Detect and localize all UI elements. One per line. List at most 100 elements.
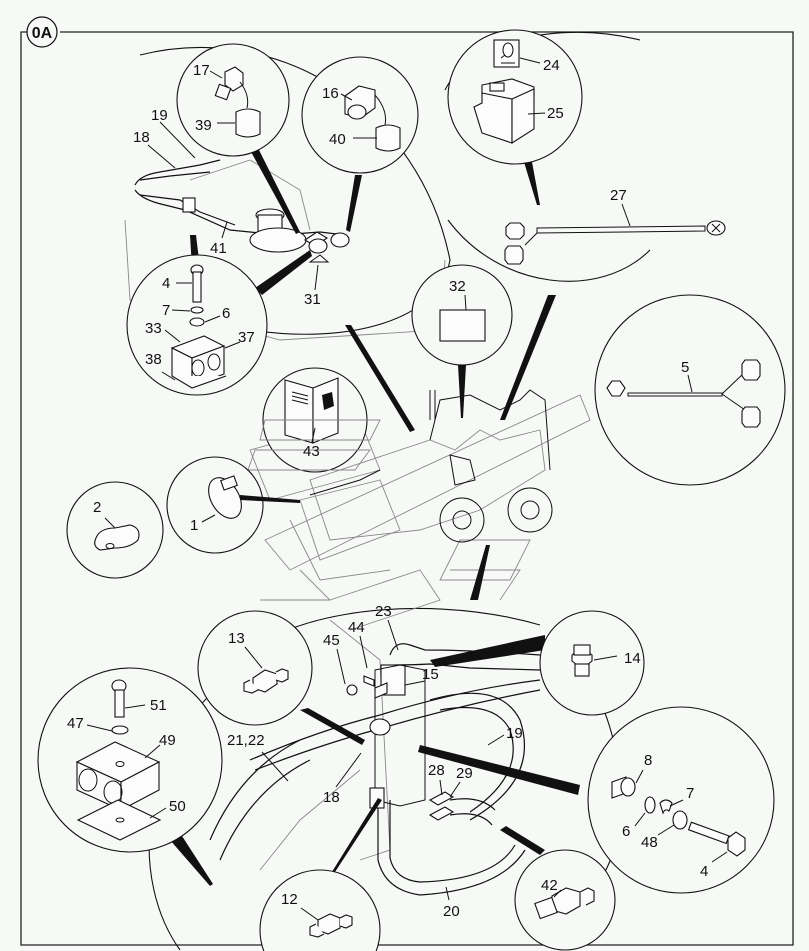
label-20: 20 (443, 903, 460, 920)
label-33: 33 (145, 320, 162, 337)
label-49: 49 (159, 732, 176, 749)
leader-38 (161, 371, 176, 381)
leader-13 (244, 646, 263, 669)
leader-50 (149, 807, 167, 819)
label-4-bottom: 4 (700, 863, 708, 880)
label-15: 15 (422, 666, 439, 683)
leader-49 (144, 744, 161, 759)
label-23: 23 (375, 603, 392, 620)
leader-25 (527, 112, 546, 115)
hose-assembly-top (124, 159, 446, 341)
label-31: 31 (304, 291, 321, 308)
leader-19-18 (147, 121, 196, 169)
leader-7-top (171, 309, 191, 312)
callout-adapter-13 (197, 610, 313, 726)
leader-51 (124, 704, 146, 709)
label-50: 50 (169, 798, 186, 815)
leader-7-bottom (669, 799, 684, 807)
leader-wedge-top-to-machine (345, 325, 415, 432)
leader-1 (201, 514, 216, 523)
leader-43 (311, 427, 316, 443)
label-14: 14 (624, 650, 641, 667)
callout-p-clip-2 (66, 481, 164, 579)
label-19-top: 19 (151, 107, 168, 124)
callout-manual-43 (247, 367, 381, 473)
label-24: 24 (543, 57, 560, 74)
leader-12 (300, 907, 319, 921)
label-6-top: 6 (222, 305, 230, 322)
label-51: 51 (150, 697, 167, 714)
harness-27 (504, 220, 726, 265)
leader-28 (439, 779, 443, 796)
leader-16 (340, 93, 353, 101)
callout-hose-clip-1 (166, 456, 264, 554)
label-5: 5 (681, 359, 689, 376)
leader-44 (359, 635, 368, 669)
label-12: 12 (281, 891, 298, 908)
label-41: 41 (210, 240, 227, 257)
label-17: 17 (193, 62, 210, 79)
leader-47 (86, 724, 113, 732)
callout-adapter-12 (259, 869, 381, 951)
backhoe-loader-illustration (249, 389, 591, 631)
label-40: 40 (329, 131, 346, 148)
label-8: 8 (644, 752, 652, 769)
leader-20 (445, 886, 450, 901)
callout-adapter-42 (514, 849, 616, 951)
leader-8 (635, 769, 644, 784)
label-19-bottom: 19 (506, 725, 523, 742)
leader-32 (464, 294, 467, 311)
leader-24 (519, 57, 541, 64)
callout-harness-5 (594, 294, 786, 486)
diagram-frame: 0A (20, 16, 794, 946)
leader-42 (553, 889, 562, 898)
callout-16-40 (301, 56, 419, 232)
leader-27 (621, 203, 631, 227)
leader-21-22 (261, 751, 289, 782)
callout-32 (411, 264, 513, 418)
leader-17 (209, 70, 223, 79)
label-7-top: 7 (162, 302, 170, 319)
label-39: 39 (195, 117, 212, 134)
leader-41 (221, 221, 228, 239)
label-32: 32 (449, 278, 466, 295)
leader-31 (314, 264, 319, 291)
leader-6-bottom (634, 812, 646, 827)
leader-15 (404, 680, 426, 686)
label-1: 1 (190, 517, 198, 534)
label-45: 45 (323, 632, 340, 649)
label-18-bottom: 18 (323, 789, 340, 806)
leader-19-bottom (487, 734, 505, 746)
leader-37 (224, 341, 241, 349)
label-37: 37 (238, 329, 255, 346)
leader-23 (387, 619, 399, 651)
leader-2 (104, 517, 116, 529)
label-21-22: 21,22 (227, 732, 265, 749)
leader-wedge-harness-to-machine (500, 295, 556, 420)
label-28: 28 (428, 762, 445, 779)
label-2: 2 (93, 499, 101, 516)
section-tag-circle (26, 16, 58, 48)
label-47: 47 (67, 715, 84, 732)
label-25: 25 (547, 105, 564, 122)
section-tag: 0A (32, 25, 53, 42)
callout-clamp-assembly-bottom (37, 667, 223, 886)
leader-14 (593, 655, 618, 661)
label-13: 13 (228, 630, 245, 647)
label-16: 16 (322, 85, 339, 102)
leader-5 (687, 374, 693, 393)
label-44: 44 (348, 619, 365, 636)
label-7-bottom: 7 (686, 785, 694, 802)
label-42: 42 (541, 877, 558, 894)
leader-48 (657, 824, 675, 836)
callout-adapter-14 (539, 610, 645, 716)
label-6-bottom: 6 (622, 823, 630, 840)
callout-clamp-assembly-top (126, 235, 312, 396)
callout-24-25 (447, 29, 583, 205)
leader-6-top (204, 315, 221, 323)
leader-4-bottom (711, 851, 728, 863)
valve-assembly (209, 545, 580, 896)
label-18-top: 18 (133, 129, 150, 146)
leader-33 (164, 329, 181, 343)
